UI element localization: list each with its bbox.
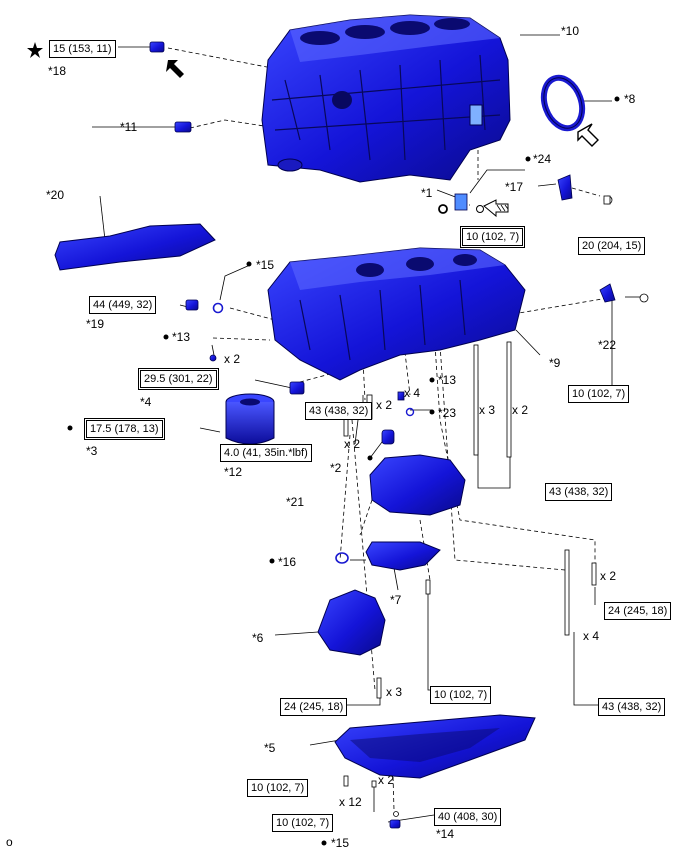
qty-bolt-43: x 2 <box>376 398 393 412</box>
qty-bolt-24-left: x 3 <box>386 685 403 699</box>
rear-cover-shape <box>54 223 216 271</box>
torque-10-pan-b: 10 (102, 7) <box>272 814 334 832</box>
torque-22: 10 (102, 7) <box>568 385 630 403</box>
qty-pan-bolt-a: x 12 <box>339 795 362 809</box>
label-21: *21 <box>286 495 305 509</box>
label-12: *12 <box>224 465 243 479</box>
label-16: *16 <box>278 555 297 569</box>
qty-13: x 2 <box>224 352 241 366</box>
label-2: *2 <box>330 461 342 475</box>
label-18: *18 <box>48 64 67 78</box>
torque-3: 17.5 (178, 13) <box>84 418 165 440</box>
oil-strainer-shape <box>317 589 386 656</box>
label-4: *4 <box>140 395 152 409</box>
torque-18: 15 (153, 11) <box>49 40 116 58</box>
label-15-bottom: *15 <box>331 836 350 850</box>
torque-19: 44 (449, 32) <box>89 296 157 314</box>
label-13-lower: *13 <box>438 373 457 387</box>
qty-bolt-long-b: x 2 <box>512 403 529 417</box>
torque-4: 29.5 (301, 22) <box>138 368 219 390</box>
torque-12: 4.0 (41, 35in.*lbf) <box>220 444 312 462</box>
oil-pan-shape <box>334 714 536 779</box>
label-8: *8 <box>624 92 636 106</box>
qty-bolt-long-a: x 3 <box>479 403 496 417</box>
baffle-plate-shape <box>365 541 441 571</box>
qty-12: x 2 <box>344 437 361 451</box>
qty-bolt-24: x 2 <box>600 569 617 583</box>
cylinder-block-shape <box>261 14 511 183</box>
oil-seal-shape <box>540 74 586 132</box>
torque-43-c: 43 (438, 32) <box>598 698 666 716</box>
qty-pan-bolt-b: x 2 <box>378 773 395 787</box>
torque-24-left: 24 (245, 18) <box>280 698 348 716</box>
qty-13-lower: x 4 <box>404 386 421 400</box>
bullet-dots <box>67 96 620 846</box>
label-17: *17 <box>505 180 524 194</box>
label-22: *22 <box>598 338 617 352</box>
label-23: *23 <box>438 406 457 420</box>
label-15-top: *15 <box>256 258 275 272</box>
oil-pump-shape <box>369 454 466 516</box>
label-7: *7 <box>390 593 402 607</box>
label-10: *10 <box>561 24 580 38</box>
torque-43-b: 43 (438, 32) <box>545 483 613 501</box>
label-5: *5 <box>264 741 276 755</box>
label-3: *3 <box>86 444 98 458</box>
label-14: *14 <box>436 827 455 841</box>
figure-code: o <box>6 835 13 849</box>
label-20: *20 <box>46 188 65 202</box>
crankcase-shape <box>267 247 526 381</box>
label-9: *9 <box>549 356 561 370</box>
torque-24-right: 24 (245, 18) <box>604 602 672 620</box>
label-24: *24 <box>533 152 552 166</box>
torque-1: 10 (102, 7) <box>459 226 526 248</box>
torque-17: 20 (204, 15) <box>578 237 646 255</box>
label-1: *1 <box>421 186 433 200</box>
torque-10-pan-a: 10 (102, 7) <box>247 779 309 797</box>
torque-14: 40 (408, 30) <box>434 808 502 826</box>
label-13-top: *13 <box>172 330 191 344</box>
label-11: *11 <box>120 120 138 134</box>
label-6: *6 <box>252 631 264 645</box>
oil-filter-shape <box>225 393 275 445</box>
qty-bolt-43-long: x 4 <box>583 629 600 643</box>
torque-10-pump: 10 (102, 7) <box>430 686 492 704</box>
label-19: *19 <box>86 317 105 331</box>
marker-symbols <box>27 42 599 218</box>
torque-43-a: 43 (438, 32) <box>305 402 373 420</box>
